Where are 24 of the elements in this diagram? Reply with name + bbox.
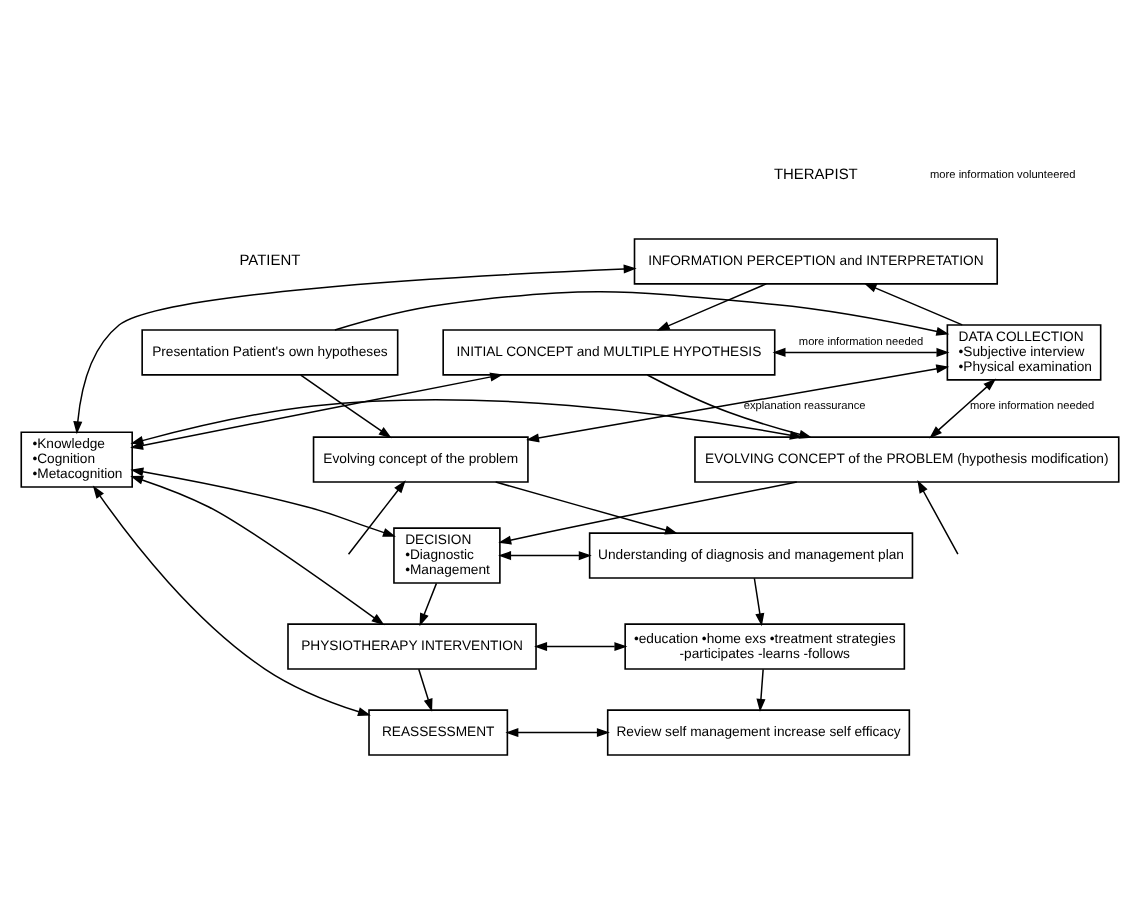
arrow	[505, 728, 610, 738]
arrow	[418, 668, 433, 712]
arrow	[498, 481, 798, 545]
arrow	[756, 668, 766, 712]
arrow	[73, 264, 637, 435]
arrow	[917, 480, 959, 555]
arrow	[347, 480, 406, 555]
arrow	[526, 364, 950, 443]
arrow	[753, 577, 765, 627]
arrow	[498, 551, 592, 561]
arrow	[534, 642, 628, 652]
arrow	[646, 374, 813, 439]
arrow	[494, 481, 678, 535]
arrow	[92, 485, 371, 716]
arrow	[929, 378, 997, 439]
arrow	[130, 475, 385, 626]
arrow	[863, 283, 964, 326]
arrow	[656, 283, 768, 331]
arrow	[130, 398, 803, 445]
arrow	[130, 467, 396, 537]
arrow	[334, 291, 950, 336]
arrow	[772, 347, 950, 357]
arrow	[419, 582, 438, 627]
arrow	[300, 374, 392, 439]
